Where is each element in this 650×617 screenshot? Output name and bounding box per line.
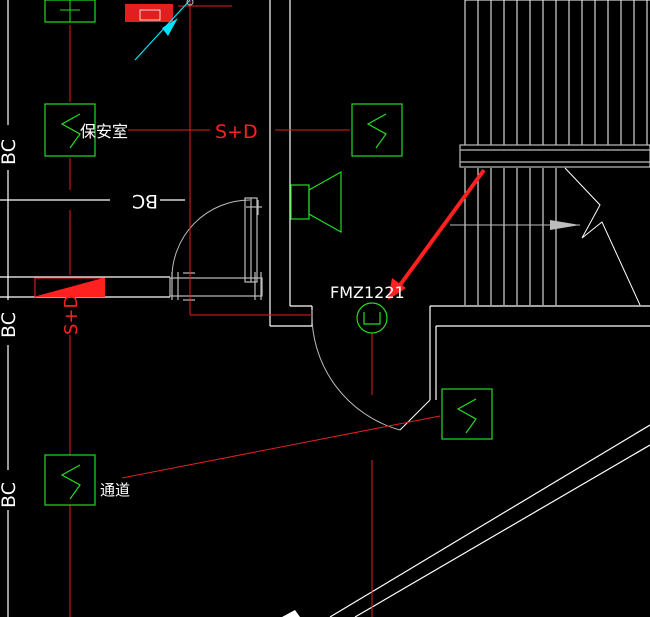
smoke-detector-icon [44,103,96,157]
room-label-corridor: 通道 [100,481,130,499]
door-tag: FMZ1221 [330,283,405,302]
circuit-label-bc-horizontal: BC [132,190,158,212]
red-wedge-outline [34,277,106,298]
circuit-label-bc-mid: BC [0,312,20,338]
smoke-detector-icon [44,454,96,506]
circuit-label-bc-top: BC [0,139,20,165]
diagonal-walls [282,424,650,617]
smoke-detector-icon [441,388,493,440]
smoke-detector-icon [351,103,403,157]
circuit-label-sd: S+D [215,121,258,143]
speaker-horn-icon [290,170,342,234]
stair-landing-rail [459,144,650,168]
circuit-label-sd-vertical: S+D [61,295,82,335]
top-fragments [44,0,232,61]
stair-break-line [450,167,641,306]
room-label-security: 保安室 [80,122,128,141]
red-arrow-icon [388,168,486,300]
circuit-label-bc-bottom: BC [0,482,20,508]
door-swings [171,199,431,431]
door-frame [169,197,263,301]
red-wiring [69,0,441,617]
staircase [464,0,650,305]
circle-module-icon [356,302,388,334]
